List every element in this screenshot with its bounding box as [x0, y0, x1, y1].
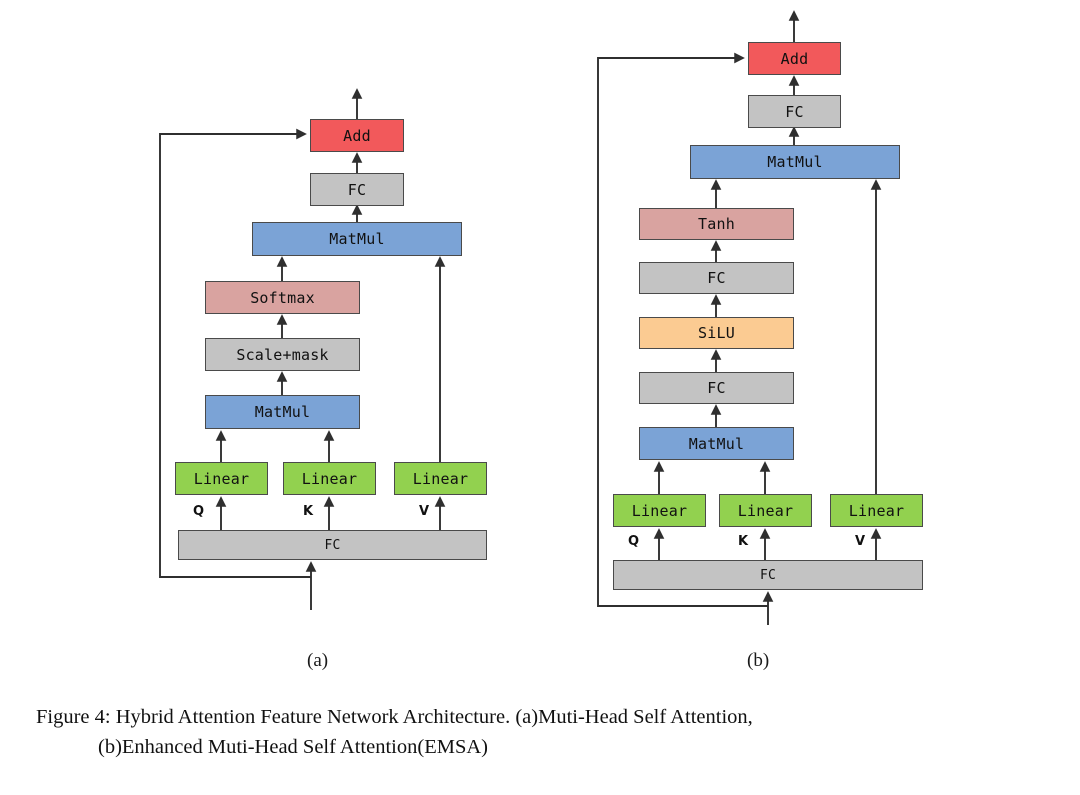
label-b-k-label: K	[738, 534, 749, 549]
node-b-add: Add	[748, 42, 841, 75]
node-b-linear-k: Linear	[719, 494, 812, 527]
label-b-q-label: Q	[628, 534, 640, 549]
node-a-fc-bottom: FC	[178, 530, 487, 560]
label-a-k-label: K	[303, 504, 314, 519]
node-a-matmul-top: MatMul	[252, 222, 462, 256]
label-b-v-label: V	[855, 534, 866, 549]
node-b-linear-v: Linear	[830, 494, 923, 527]
caption-line-2: (b)Enhanced Muti-Head Self Attention(EMS…	[98, 736, 488, 758]
node-b-fc-top: FC	[748, 95, 841, 128]
label-a-v-label: V	[419, 504, 430, 519]
sublabel-b: (b)	[747, 650, 770, 671]
node-a-linear-q: Linear	[175, 462, 268, 495]
node-a-linear-v: Linear	[394, 462, 487, 495]
label-a-q-label: Q	[193, 504, 205, 519]
node-a-matmul-lower: MatMul	[205, 395, 360, 429]
node-b-silu: SiLU	[639, 317, 794, 349]
figure-caption: Figure 4: Hybrid Attention Feature Netwo…	[36, 702, 1050, 762]
node-b-fc-upper: FC	[639, 262, 794, 294]
node-b-matmul-lower: MatMul	[639, 427, 794, 460]
node-a-scale-mask: Scale+mask	[205, 338, 360, 371]
node-a-add: Add	[310, 119, 404, 152]
node-b-linear-q: Linear	[613, 494, 706, 527]
node-a-softmax: Softmax	[205, 281, 360, 314]
node-b-tanh: Tanh	[639, 208, 794, 240]
caption-line-1: Figure 4: Hybrid Attention Feature Netwo…	[36, 706, 753, 728]
node-a-linear-k: Linear	[283, 462, 376, 495]
node-b-fc-lower: FC	[639, 372, 794, 404]
node-b-matmul-top: MatMul	[690, 145, 900, 179]
node-a-fc-top: FC	[310, 173, 404, 206]
sublabel-a: (a)	[307, 650, 329, 671]
node-b-fc-bottom: FC	[613, 560, 923, 590]
